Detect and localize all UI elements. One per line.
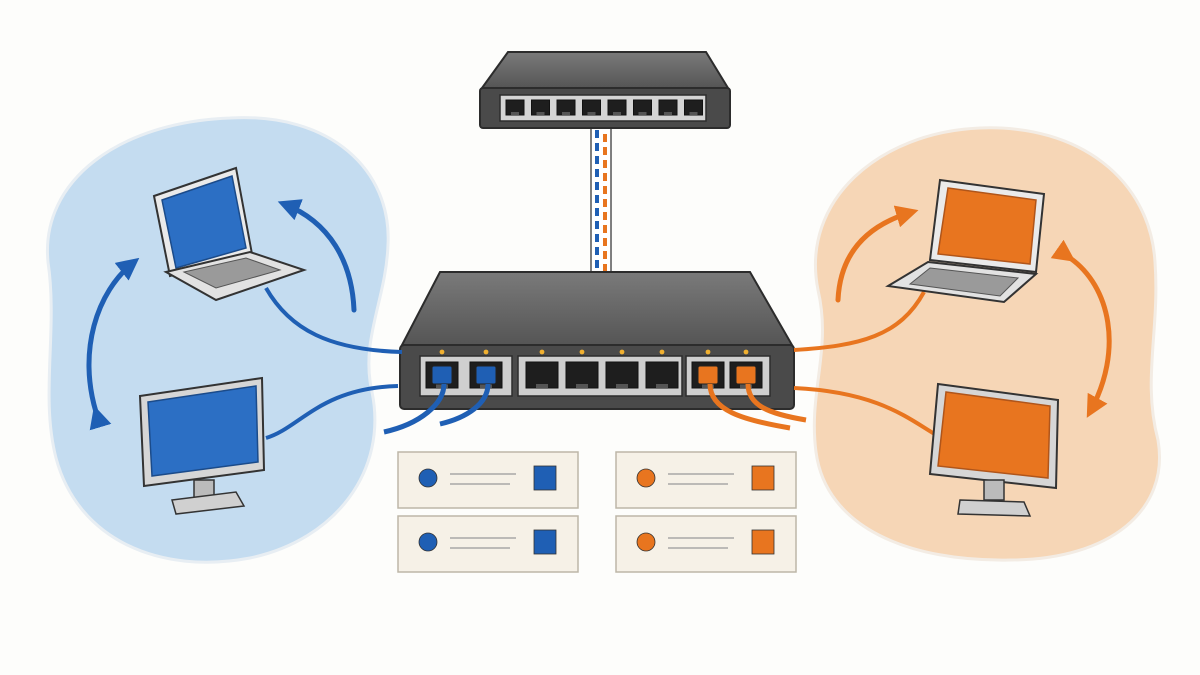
blue-cycle-arrow-icon: [86, 257, 140, 431]
orange-cycle-arrow-icon: [835, 205, 919, 303]
ethernet-port-icon: [469, 349, 503, 389]
orange-monitor-icon: [928, 382, 1060, 517]
orange-laptop-icon: [885, 178, 1046, 304]
ethernet-port-icon: [565, 349, 599, 389]
ethernet-port-icon: [691, 349, 725, 389]
orange-laptop-cable: [793, 291, 926, 352]
blue-legend-card: [397, 451, 579, 509]
uplink-switch-network-switch-icon: [479, 51, 731, 129]
ethernet-port-icon: [658, 99, 678, 116]
blue-cycle-arrow-icon: [277, 199, 357, 313]
blue-legend-card: [397, 515, 579, 573]
blue-laptop-cable: [264, 287, 403, 354]
uplink-cable: [590, 127, 612, 277]
orange-zone: [812, 126, 1161, 562]
ethernet-port-icon: [684, 99, 703, 116]
ethernet-port-icon: [582, 99, 601, 116]
ethernet-port-icon: [605, 349, 639, 389]
legend-cards: [397, 451, 797, 573]
ethernet-port-icon: [425, 349, 459, 389]
ethernet-port-icon: [645, 349, 679, 389]
ethernet-port-icon: [525, 349, 559, 389]
orange-legend-card: [615, 515, 797, 573]
ethernet-port-icon: [607, 99, 627, 116]
orange-cycle-arrow-icon: [1050, 239, 1112, 418]
ethernet-port-icon: [505, 99, 525, 116]
blue-patch-cable: [383, 383, 447, 435]
blue-monitor-icon: [138, 376, 266, 515]
orange-monitor-cable: [793, 386, 939, 438]
ethernet-port-icon: [633, 99, 652, 116]
ethernet-port-icon: [531, 99, 550, 116]
orange-patch-cable: [745, 383, 807, 423]
blue-monitor-cable: [265, 384, 399, 440]
orange-patch-cable: [707, 383, 791, 431]
blue-laptop-icon: [152, 166, 308, 302]
blue-patch-cable: [439, 383, 491, 427]
orange-legend-card: [615, 451, 797, 509]
blue-zone: [45, 116, 390, 564]
ethernet-port-icon: [556, 99, 576, 116]
